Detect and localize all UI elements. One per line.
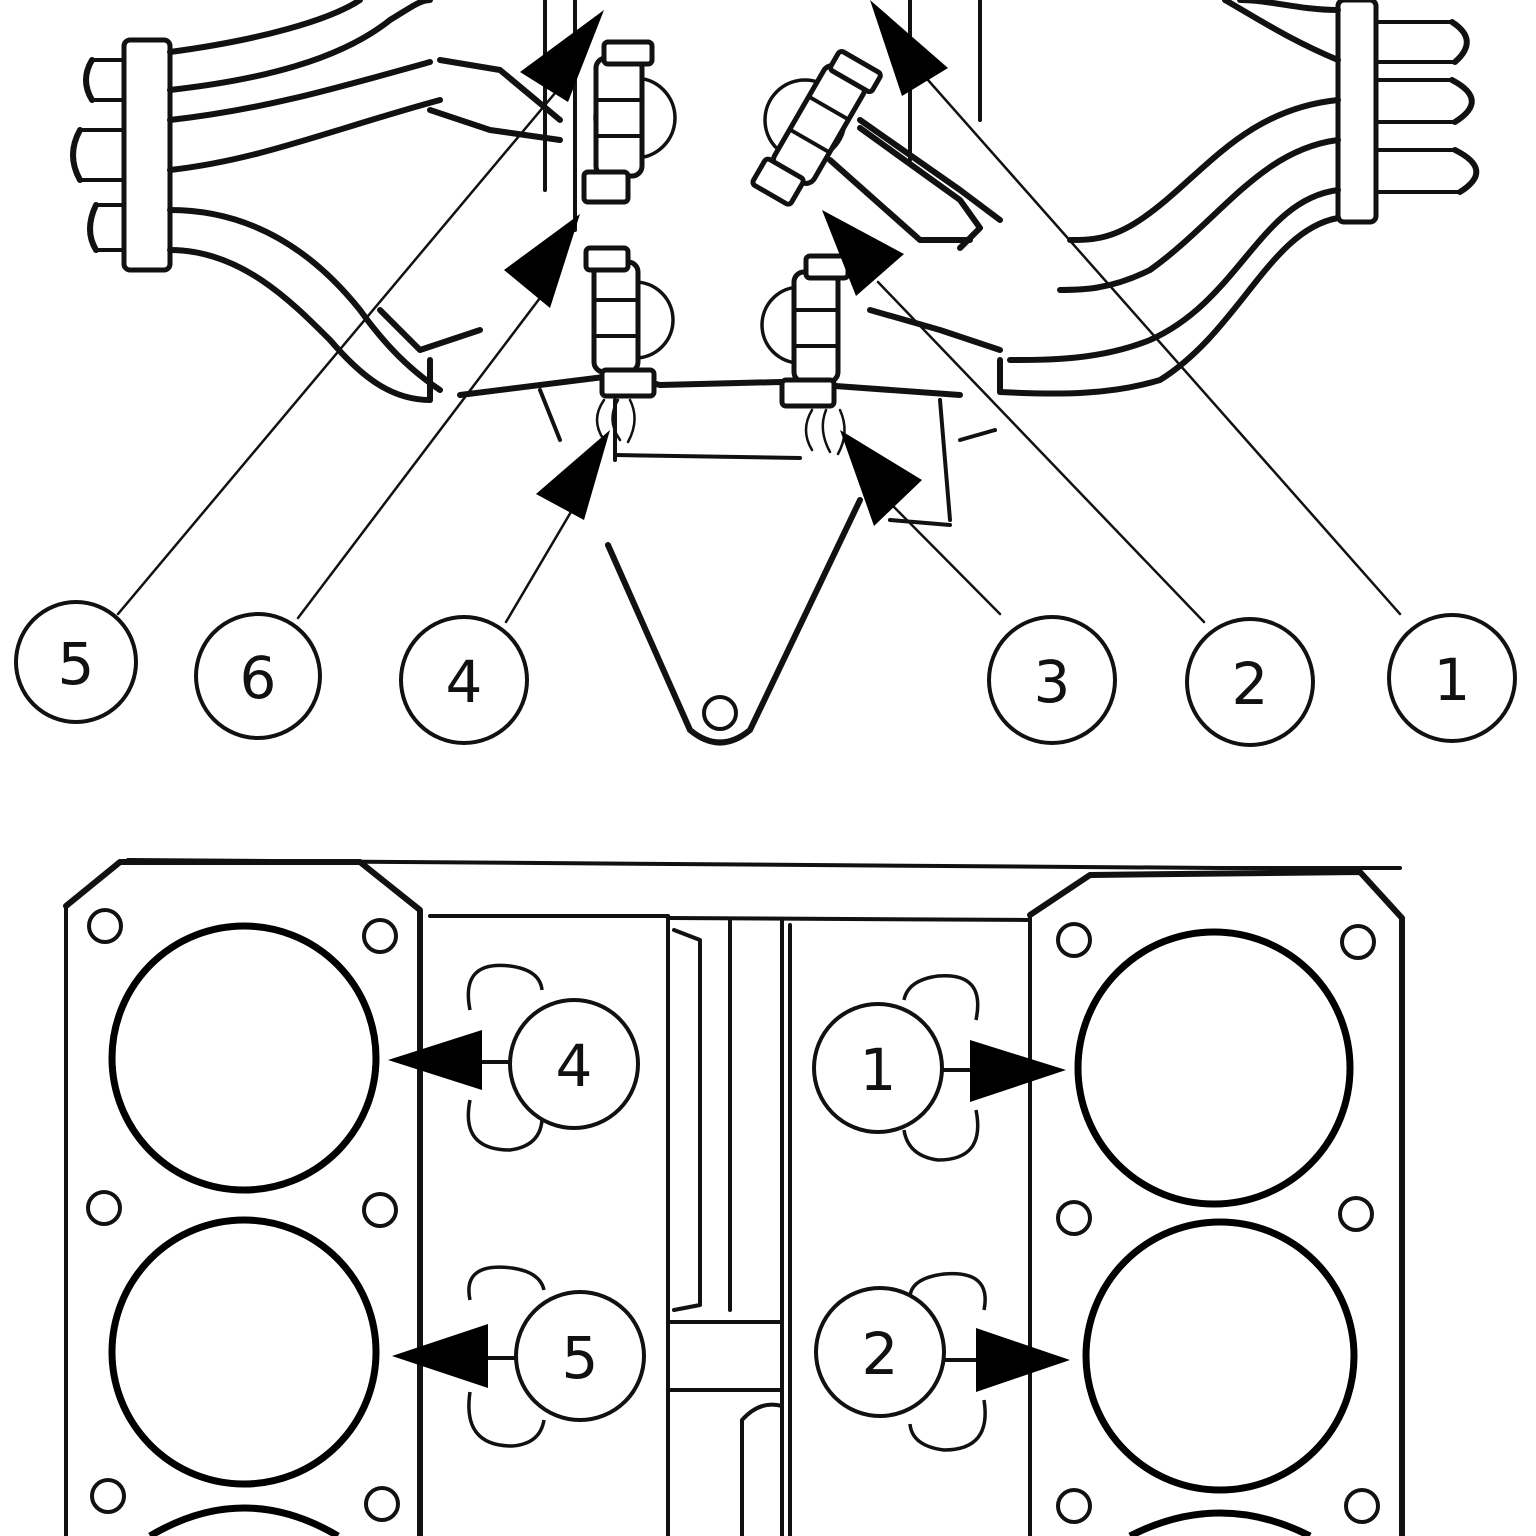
callout-3-label: 3 xyxy=(1034,648,1071,716)
callout-bottom-1-label: 1 xyxy=(860,1036,897,1104)
right-bore-middle xyxy=(1082,1218,1358,1494)
intake-manifold-channels xyxy=(428,914,1032,1536)
arrow-cyl-3 xyxy=(840,430,922,526)
arrow-bottom-1 xyxy=(970,1040,1066,1102)
bottom-view: 4 5 1 2 xyxy=(63,858,1405,1536)
top-view: 5 6 4 3 2 1 xyxy=(14,0,1517,747)
arrow-bottom-4 xyxy=(388,1030,482,1090)
callout-bottom-2: 2 xyxy=(814,1286,946,1418)
callout-bottom-4: 4 xyxy=(508,998,640,1130)
left-bore-middle xyxy=(108,1216,380,1488)
left-fuel-lines xyxy=(167,0,563,403)
left-cylinder-head-gasket xyxy=(63,859,423,1536)
injector-port-5 xyxy=(467,1265,546,1448)
left-bore-upper xyxy=(108,922,380,1194)
arrow-cyl-4 xyxy=(536,430,610,520)
callout-bottom-5-label: 5 xyxy=(562,1324,599,1392)
injector-top-left xyxy=(581,39,677,205)
callout-2-label: 2 xyxy=(1232,650,1269,718)
injector-port-1 xyxy=(902,973,980,1162)
arrow-cyl-6 xyxy=(504,214,580,308)
injector-top-right xyxy=(750,49,983,251)
arrow-cyl-2 xyxy=(822,210,904,296)
injector-port-4 xyxy=(466,963,544,1152)
callout-6-label: 6 xyxy=(240,644,277,712)
callout-bottom-4-label: 4 xyxy=(556,1032,593,1100)
callout-1: 1 xyxy=(1387,613,1517,743)
callout-bottom-5: 5 xyxy=(514,1290,646,1422)
callout-6: 6 xyxy=(194,612,322,740)
arrows-bottom xyxy=(388,1030,1070,1392)
left-fuel-rail-bracket xyxy=(70,37,173,273)
injector-port-2 xyxy=(908,1271,987,1452)
intake-body xyxy=(457,0,997,746)
arrow-cyl-5 xyxy=(520,10,604,102)
right-cylinder-head-gasket xyxy=(1027,869,1405,1536)
arrow-bottom-2 xyxy=(976,1328,1070,1392)
arrow-bottom-5 xyxy=(392,1324,488,1388)
injector-mid-left xyxy=(583,245,675,444)
callout-bottom-2-label: 2 xyxy=(862,1320,899,1388)
callout-4-label: 4 xyxy=(446,648,483,716)
callout-3: 3 xyxy=(987,615,1117,745)
right-fuel-rail-bracket xyxy=(1335,0,1480,225)
callout-1-label: 1 xyxy=(1434,646,1471,714)
right-bore-upper xyxy=(1074,928,1354,1208)
callout-2: 2 xyxy=(1185,617,1315,747)
leader-lines-top xyxy=(116,78,1402,624)
callout-bottom-1: 1 xyxy=(812,1002,944,1134)
callout-5: 5 xyxy=(14,600,138,724)
arrow-cyl-1 xyxy=(870,0,948,96)
arrowheads-top xyxy=(504,0,948,526)
callout-4: 4 xyxy=(399,615,529,745)
right-fuel-lines xyxy=(827,0,1341,397)
injector-mid-right xyxy=(760,253,851,456)
callout-5-label: 5 xyxy=(58,630,95,698)
